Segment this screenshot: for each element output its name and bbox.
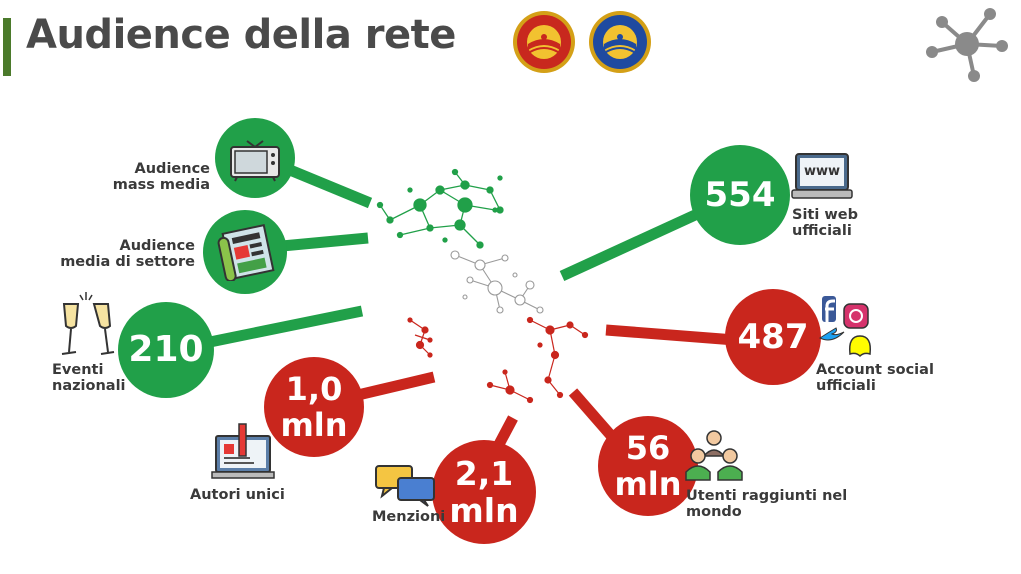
node-circle-mass-media [215, 118, 295, 198]
connector-siti [559, 205, 709, 281]
italy-network-map [376, 168, 589, 404]
connector-autori [356, 371, 436, 401]
social-logos-icon [819, 296, 872, 358]
node-circle-utenti: 56 mln [598, 416, 698, 516]
title-accent-bar [3, 18, 11, 76]
tv-icon [230, 140, 280, 182]
node-circle-autori: 1,0 mln [264, 357, 364, 457]
label-menzioni: Menzioni [372, 509, 446, 525]
network-icon [926, 8, 1008, 82]
connector-mass-media [287, 164, 373, 209]
node-circle-siti: 554 [690, 145, 790, 245]
value-autori-unit: mln [280, 406, 348, 444]
value-menzioni-unit: mln [449, 491, 519, 530]
connector-account [605, 324, 736, 346]
newspaper-icon [217, 223, 275, 281]
value-menzioni-number: 2,1 [454, 454, 514, 493]
dop-seal-icon [513, 11, 575, 73]
value-utenti-unit: mln [614, 465, 682, 503]
chat-bubbles-icon [375, 465, 435, 507]
www-text: www [803, 164, 841, 179]
laptop-writing-icon [211, 423, 275, 479]
value-eventi: 210 [128, 329, 204, 370]
node-circle-menzioni: 2,1 mln [432, 440, 536, 544]
champagne-icon [61, 292, 115, 355]
www-laptop-icon: www [790, 150, 854, 202]
value-siti: 554 [704, 175, 776, 215]
igp-seal-icon [589, 11, 651, 73]
label-autori: Autori unici [190, 487, 285, 503]
value-autori-number: 1,0 [285, 370, 343, 408]
node-circle-eventi: 210 [118, 302, 214, 398]
value-account: 487 [737, 317, 809, 357]
people-icon [685, 430, 743, 481]
connector-eventi [208, 305, 364, 348]
node-circle-account: 487 [725, 289, 821, 385]
connector-media-settore [281, 232, 369, 252]
page-title: Audience della rete [26, 12, 456, 58]
value-utenti-number: 56 [625, 429, 671, 467]
node-circle-media-settore [203, 210, 287, 294]
